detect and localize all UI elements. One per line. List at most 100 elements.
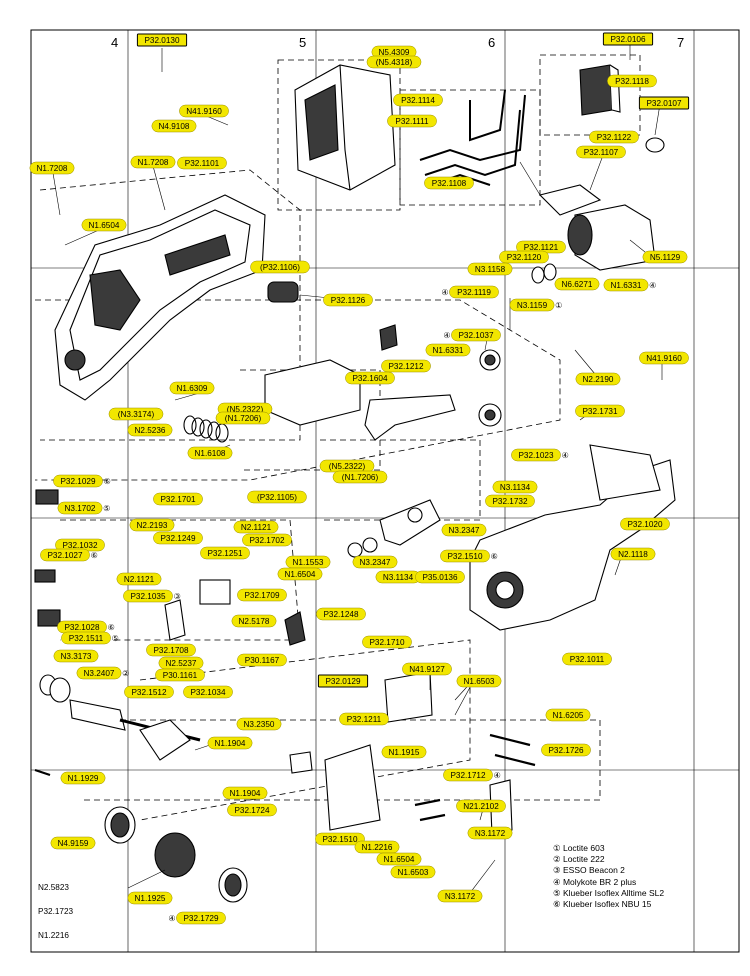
part-label: P32.1101 — [177, 156, 227, 170]
part-label: P32.1248 — [316, 607, 366, 621]
bottom-code: P32.1723 — [38, 907, 74, 916]
part-number-text: P32.1510 — [447, 552, 483, 561]
part-label: N1.1904 — [207, 736, 253, 750]
part-label: P32.1249 — [153, 531, 203, 545]
part-label: P32.1126 — [323, 293, 373, 307]
part-label: P32.1120 — [499, 250, 549, 264]
part-drawings — [34, 64, 676, 903]
bottom-code: N1.2216 — [38, 931, 69, 940]
part-label: N41.9127 — [402, 662, 452, 676]
gear-pinion — [267, 281, 299, 303]
part-label: P32.1709 — [237, 588, 287, 602]
part-label: N1.6504 — [376, 852, 422, 866]
part-label: (N5.2322) — [319, 459, 375, 473]
part-number-text: N5.4309 — [379, 48, 410, 57]
part-label: P32.1731 — [575, 404, 625, 418]
part-number-text: P32.1023 — [518, 451, 554, 460]
legend-item: ⑤ Klueber Isoflex Alltime SL2 — [553, 887, 665, 898]
part-number-text: N3.2347 — [360, 558, 391, 567]
part-number-text: P32.1510 — [322, 835, 358, 844]
part-label: P32.1020 — [620, 517, 670, 531]
column-number-7: 7 — [677, 35, 684, 50]
part-number-text: N3.1159 — [517, 301, 548, 310]
part-number-text: N4.9108 — [159, 122, 190, 131]
legend-item: ② Loctite 222 — [553, 854, 605, 865]
legend-item: ⑥ Klueber Isoflex NBU 15 — [553, 899, 652, 910]
part-label: P32.1726 — [541, 743, 591, 757]
part-number-text: P32.1211 — [347, 715, 382, 724]
part-label: N1.6503 — [390, 865, 436, 879]
part-number-text: P32.1119 — [457, 288, 491, 297]
part-number-text: P32.1729 — [183, 914, 219, 923]
part-label: P32.0107 — [638, 96, 690, 110]
part-number-text: P35.0136 — [422, 573, 458, 582]
lubricant-marker: ⑥ — [108, 623, 115, 632]
part-label: P32.0130 — [136, 33, 188, 47]
part-label: N4.9108 — [151, 119, 197, 133]
part-label: P32.1510 — [315, 832, 365, 846]
part-number-text: N2.5178 — [239, 617, 270, 626]
part-label: N41.9160 — [179, 104, 229, 118]
part-number-text: N2.1121 — [124, 575, 155, 584]
spring — [183, 415, 229, 443]
part-label: P32.1512 — [124, 685, 174, 699]
part-number-text: N3.3173 — [61, 652, 92, 661]
part-label: (N3.3174) — [108, 407, 164, 421]
lubricant-marker: ④ — [168, 914, 175, 923]
part-number-text: P32.1726 — [548, 746, 584, 755]
part-label: N1.6503 — [456, 674, 502, 688]
part-label: N3.1158 — [467, 262, 513, 276]
part-number-text: N3.1134 — [500, 483, 531, 492]
lubricant-marker: ④ — [441, 288, 448, 297]
part-number-text: N6.6271 — [562, 280, 593, 289]
part-number-text: P32.1101 — [185, 159, 220, 168]
part-number-text: N1.7208 — [37, 164, 68, 173]
lubricant-marker: ④ — [494, 771, 501, 780]
lubricant-marker: ③ — [174, 592, 181, 601]
bearings — [478, 263, 557, 427]
part-number-text: P32.1712 — [450, 771, 486, 780]
legend-item: ④ Molykote BR 2 plus — [553, 876, 637, 887]
part-number-text: P32.1709 — [244, 591, 280, 600]
part-label: N3.2350 — [236, 717, 282, 731]
legend-item: ① Loctite 603 — [553, 843, 605, 853]
part-number-text: N1.7208 — [138, 158, 169, 167]
part-label: P32.1119 ④ — [441, 285, 499, 299]
part-label: N3.2347 — [441, 523, 487, 537]
bottom-part-codes: N2.5823 P32.1723 N1.2216 — [38, 883, 73, 955]
part-number-text: (P32.1105) — [257, 493, 297, 502]
lubricant-marker: ① — [555, 301, 562, 310]
part-label: N6.6271 — [554, 277, 600, 291]
part-label: P30.1161 — [155, 668, 205, 682]
switch-module — [579, 64, 621, 116]
part-number-text: N1.6503 — [398, 868, 429, 877]
part-number-text: P32.1111 — [395, 117, 429, 126]
part-label: N3.1134 — [492, 480, 538, 494]
part-label: P32.1732 — [485, 494, 535, 508]
part-number-text: N1.2216 — [362, 843, 393, 852]
part-number-text: N3.2350 — [244, 720, 275, 729]
part-number-text: P32.1122 — [597, 133, 632, 142]
part-label: P32.1118 — [607, 74, 657, 88]
part-label: P32.1034 — [183, 685, 233, 699]
part-label: P32.1211 — [339, 712, 389, 726]
part-number-text: N3.2347 — [449, 526, 480, 535]
part-label: N1.1925 — [127, 891, 173, 905]
part-label: N41.9160 — [639, 351, 689, 365]
mounting-plates — [289, 671, 513, 836]
part-label: N1.6331 — [425, 343, 471, 357]
bottom-code: N2.5823 — [38, 883, 69, 892]
part-number-text: P32.1248 — [323, 610, 359, 619]
motor-housing-left — [54, 194, 266, 401]
part-number-text: P32.0129 — [325, 677, 361, 686]
part-label: P32.1212 — [381, 359, 431, 373]
spindle-shaft — [39, 674, 201, 761]
part-number-text: P32.1029 — [60, 477, 96, 486]
battery-pack — [294, 64, 396, 191]
part-label: P32.1724 — [227, 803, 277, 817]
part-label: (N1.7206) — [215, 411, 271, 425]
part-label: N1.7208 — [130, 155, 176, 169]
